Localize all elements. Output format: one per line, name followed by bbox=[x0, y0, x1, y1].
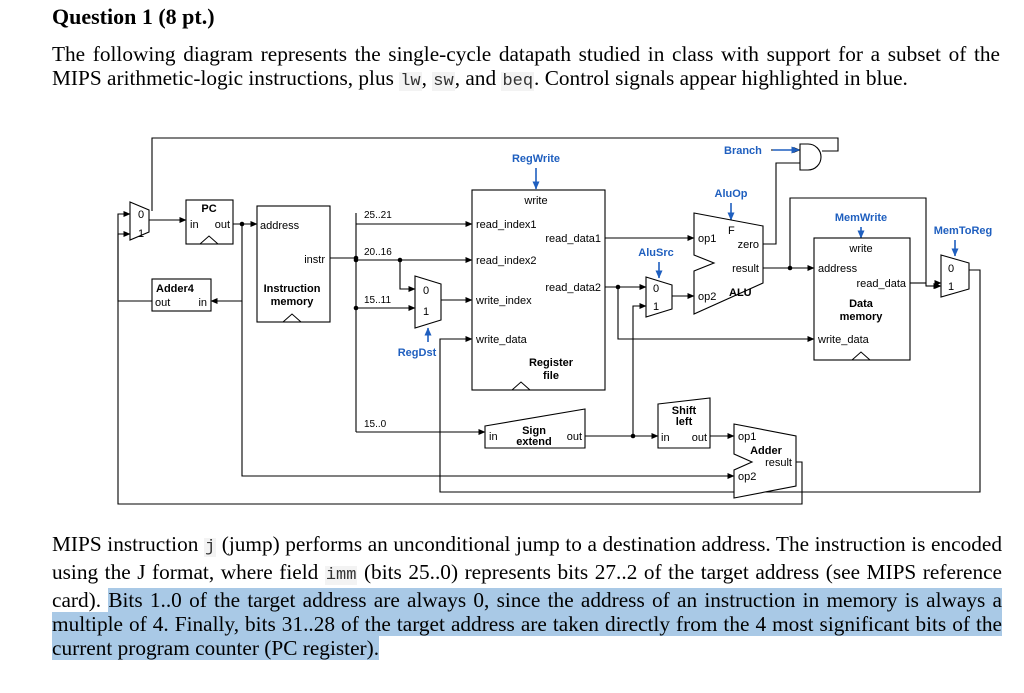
sign-extend: in Sign extend out bbox=[484, 408, 586, 449]
aluop-signal: AluOp bbox=[715, 188, 748, 200]
rf-read-data1: read_data1 bbox=[545, 233, 601, 245]
rf-title-2: file bbox=[543, 370, 559, 382]
jump-paragraph: MIPS instruction j (jump) performs an un… bbox=[52, 532, 1002, 660]
intro-text-4: . Control signals appear highlighted in … bbox=[534, 66, 908, 90]
dmem-read-data-label: read_data bbox=[856, 278, 906, 290]
memtoreg-mux: MemToReg 0 1 bbox=[926, 225, 992, 298]
jump-text-2: (jump) performs an unconditional jump to… bbox=[52, 532, 1002, 584]
rf-title-1: Register bbox=[529, 357, 574, 369]
rf-write-data: write_data bbox=[475, 334, 528, 346]
pc-register: PC in out bbox=[185, 199, 234, 245]
pc-mux: 0 1 bbox=[129, 201, 150, 241]
memtoreg-signal: MemToReg bbox=[934, 225, 992, 237]
rf-write-label: write bbox=[523, 195, 547, 207]
sign-title-1: Sign bbox=[522, 425, 546, 437]
memtoreg-mux-0: 0 bbox=[948, 263, 954, 275]
adder-result-label: result bbox=[765, 457, 792, 469]
adder-op1-label: op1 bbox=[738, 431, 756, 443]
imem-title-1: Instruction bbox=[264, 283, 321, 295]
rf-read-index1: read_index1 bbox=[476, 219, 537, 231]
branch-signal: Branch bbox=[724, 145, 762, 157]
sign-in-label: in bbox=[489, 431, 498, 443]
bits-25-21: 25..21 bbox=[364, 210, 392, 221]
alu-op2-label: op2 bbox=[698, 291, 716, 303]
regdst-mux-0: 0 bbox=[423, 285, 429, 297]
adder-op2-label: op2 bbox=[738, 471, 756, 483]
imem-title-2: memory bbox=[271, 296, 315, 308]
alusrc-mux: AluSrc 0 1 bbox=[638, 247, 674, 318]
code-lw: lw bbox=[399, 72, 422, 91]
wires bbox=[117, 137, 981, 505]
bits-15-0: 15..0 bbox=[364, 419, 387, 430]
shift-left: Shift left in out bbox=[657, 397, 711, 449]
alu-f-label: F bbox=[728, 225, 735, 237]
junction-dots bbox=[239, 221, 793, 439]
bits-15-11: 15..11 bbox=[364, 295, 391, 306]
sign-title-2: extend bbox=[516, 436, 551, 448]
bits-20-16: 20..16 bbox=[364, 247, 392, 258]
alusrc-mux-1: 1 bbox=[653, 301, 659, 313]
imem-instr-label: instr bbox=[304, 254, 325, 266]
branch-adder: op1 Adder result op2 bbox=[733, 423, 797, 499]
adder4-in-label: in bbox=[198, 297, 207, 309]
question-title: Question 1 (8 pt.) bbox=[52, 4, 215, 29]
memtoreg-mux-1: 1 bbox=[948, 281, 954, 293]
branch-and-gate: Branch bbox=[724, 143, 822, 171]
regdst-mux: 0 1 RegDst bbox=[398, 275, 442, 359]
highlighted-text[interactable]: Bits 1..0 of the target address are alwa… bbox=[52, 588, 1002, 660]
pc-in-label: in bbox=[190, 219, 199, 231]
alusrc-signal: AluSrc bbox=[638, 247, 673, 259]
pc-mux-1: 1 bbox=[138, 228, 144, 240]
alu-zero-label: zero bbox=[738, 239, 759, 251]
jump-text-1: MIPS instruction bbox=[52, 532, 204, 556]
dmem-title-2: memory bbox=[840, 311, 884, 323]
dmem-address-label: address bbox=[818, 263, 858, 275]
register-file: RegWrite write read_index1 read_data1 re… bbox=[471, 153, 606, 391]
regdst-mux-1: 1 bbox=[423, 306, 429, 318]
sign-out-label: out bbox=[567, 431, 582, 443]
dmem-title-1: Data bbox=[849, 298, 874, 310]
code-imm: imm bbox=[324, 566, 358, 585]
dmem-write-label: write bbox=[848, 243, 872, 255]
alu-op1-label: op1 bbox=[698, 233, 716, 245]
instruction-memory: address instr Instruction memory bbox=[256, 205, 331, 323]
shift-out-label: out bbox=[692, 432, 707, 444]
alusrc-mux-0: 0 bbox=[653, 283, 659, 295]
imem-address-label: address bbox=[260, 220, 300, 232]
memwrite-signal: MemWrite bbox=[835, 212, 887, 224]
pc-out-label: out bbox=[215, 219, 230, 231]
jump-text-3: (bits 25..0) represents bits 27..2 of th… bbox=[52, 560, 1002, 612]
code-beq: beq bbox=[501, 72, 535, 91]
intro-text-3: , and bbox=[454, 66, 502, 90]
adder4-block: Adder4 out in bbox=[151, 278, 212, 312]
intro-paragraph: The following diagram represents the sin… bbox=[52, 42, 1000, 94]
alu: AluOp op1 F zero result op2 ALU bbox=[693, 188, 764, 315]
intro-text-2: , bbox=[421, 66, 433, 90]
pc-mux-0: 0 bbox=[138, 209, 144, 221]
intro-text-1: The following diagram represents the sin… bbox=[52, 42, 1000, 90]
alu-result-label: result bbox=[732, 263, 759, 275]
adder4-out-label: out bbox=[155, 297, 170, 309]
shift-in-label: in bbox=[661, 432, 670, 444]
code-sw: sw bbox=[432, 72, 455, 91]
adder-title: Adder bbox=[750, 445, 783, 457]
rf-read-index2: read_index2 bbox=[476, 255, 537, 267]
pc-title: PC bbox=[201, 203, 216, 215]
shift-title-2: left bbox=[676, 416, 693, 428]
bit-field-labels: 25..21 20..16 15..11 15..0 bbox=[364, 210, 392, 430]
alu-title: ALU bbox=[729, 287, 752, 299]
code-j: j bbox=[203, 538, 217, 557]
rf-read-data2: read_data2 bbox=[545, 282, 601, 294]
adder4-title: Adder4 bbox=[156, 283, 195, 295]
regwrite-signal: RegWrite bbox=[512, 153, 560, 165]
dmem-write-data-label: write_data bbox=[817, 334, 870, 346]
rf-write-index: write_index bbox=[475, 295, 532, 307]
shift-title-1: Shift bbox=[672, 405, 697, 417]
data-memory: MemWrite write address read_data Data me… bbox=[813, 212, 911, 361]
regdst-signal: RegDst bbox=[398, 347, 437, 359]
